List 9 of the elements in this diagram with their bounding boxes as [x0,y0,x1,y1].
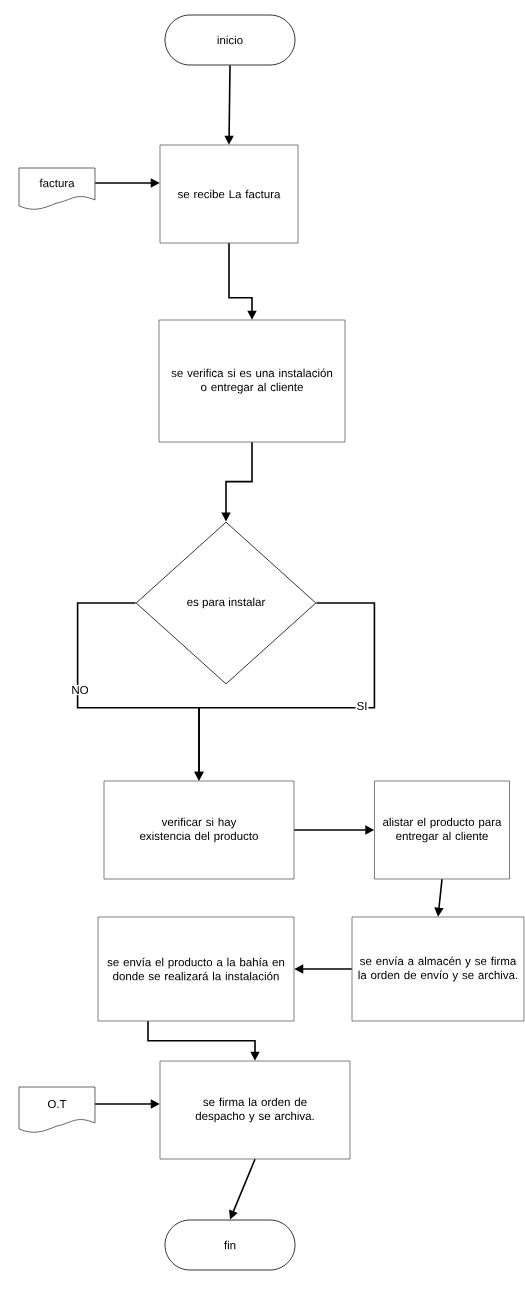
edge-label: NO [70,684,90,696]
process-box: se envía el producto a la bahía en donde se realizará la instalación [97,916,295,1022]
process-box: se firma la orden de despacho y se archiva. [159,1060,351,1160]
process-box: se envía a almacén y se firma la orden de envío y se archiva. [351,916,525,1022]
process-box: se verifica si es una instalación o entregar al cliente [158,319,346,443]
edge-label: SI [355,700,369,712]
process-box: verificar si hay existencia del producto [103,780,295,880]
process-box: alistar el producto para entregar al cliente [374,780,510,880]
process-box: se recibe La factura [159,144,299,244]
